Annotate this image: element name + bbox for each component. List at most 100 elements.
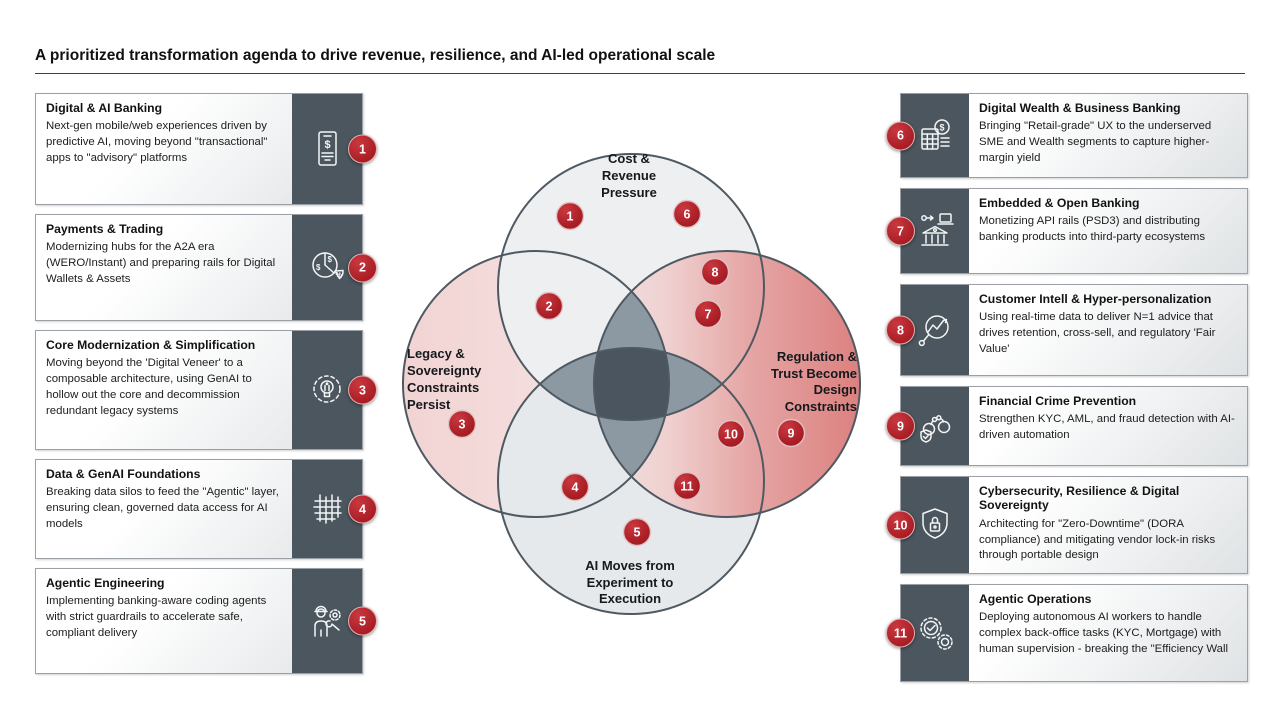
svg-text:Sovereignty: Sovereignty <box>407 363 482 378</box>
card-body: Next-gen mobile/web experiences driven b… <box>46 120 268 164</box>
svg-text:Trust Become: Trust Become <box>771 366 857 381</box>
svg-text:4: 4 <box>572 481 579 495</box>
venn-badges: 1 2 3 4 5 6 7 8 9 10 11 <box>447 199 806 547</box>
svg-text:$: $ <box>316 263 321 272</box>
venn-circle-regulation <box>594 251 860 517</box>
card-body: Bringing "Retail-grade" UX to the unders… <box>979 120 1212 164</box>
right-card-column: $ Digital Wealth & Business Banking Brin… <box>886 93 1248 682</box>
card-financial-crime: Financial Crime Prevention Strengthen KY… <box>886 386 1248 466</box>
card-title: Cybersecurity, Resilience & Digital Sove… <box>979 484 1180 513</box>
venn-label-cost: Cost & Revenue Pressure <box>601 151 657 200</box>
venn-badge-4: 4 <box>560 472 590 502</box>
svg-text:Revenue: Revenue <box>602 168 656 183</box>
svg-text:8: 8 <box>712 266 719 280</box>
card-title: Digital & AI Banking <box>46 101 163 115</box>
svg-text:%: % <box>336 272 343 279</box>
priority-badge: 1 <box>348 134 377 164</box>
card-core-modernization: Core Modernization & Simplification Movi… <box>35 330 377 450</box>
card-body: Architecting for "Zero-Downtime" (DORA c… <box>979 517 1216 562</box>
venn-badge-7: 7 <box>693 299 723 329</box>
card-cybersecurity: Cybersecurity, Resilience & Digital Sove… <box>886 476 1248 574</box>
card-title: Payments & Trading <box>46 222 164 236</box>
venn-label-ai: AI Moves from Experiment to Execution <box>585 558 675 606</box>
handcuffs-shield-icon <box>901 387 969 465</box>
venn-label-legacy: Legacy & Sovereignty Constraints Persist <box>407 346 482 412</box>
svg-text:7: 7 <box>705 308 712 322</box>
card-body: Strengthen KYC, AML, and fraud detection… <box>979 413 1235 442</box>
priority-badge: 2 <box>348 253 377 282</box>
priority-badge: 4 <box>348 494 377 524</box>
card-body: Deploying autonomous AI workers to handl… <box>979 611 1229 655</box>
priority-badge: 9 <box>886 411 915 441</box>
svg-text:9: 9 <box>788 427 795 441</box>
svg-text:Legacy &: Legacy & <box>407 346 465 361</box>
svg-text:Constraints: Constraints <box>407 380 479 395</box>
venn-badge-9: 9 <box>776 418 806 448</box>
data-grid-icon <box>292 460 362 558</box>
card-body: Using real-time data to deliver N=1 advi… <box>979 311 1216 355</box>
priority-badge: 10 <box>886 510 915 540</box>
venn-badge-5: 5 <box>622 517 652 547</box>
priority-badge: 11 <box>886 618 915 648</box>
venn-label-regulation: Regulation & Trust Become Design Constra… <box>771 349 857 414</box>
card-agentic-operations: Agentic Operations Deploying autonomous … <box>886 584 1248 682</box>
venn-badge-8: 8 <box>700 257 730 287</box>
svg-text:$: $ <box>328 255 333 264</box>
svg-text:Persist: Persist <box>407 397 451 412</box>
svg-text:AI Moves from: AI Moves from <box>585 558 675 573</box>
card-digital-ai-banking: Digital & AI Banking Next-gen mobile/web… <box>35 93 377 205</box>
card-title: Agentic Operations <box>979 592 1092 606</box>
card-title: Agentic Engineering <box>46 576 165 590</box>
svg-text:Cost &: Cost & <box>608 151 650 166</box>
left-card-column: Digital & AI Banking Next-gen mobile/web… <box>35 93 377 674</box>
venn-badge-10: 10 <box>716 419 746 449</box>
card-title: Embedded & Open Banking <box>979 196 1140 210</box>
card-title: Customer Intell & Hyper-personalization <box>979 292 1212 306</box>
card-payments-trading: Payments & Trading Modernizing hubs for … <box>35 214 377 321</box>
venn-badge-3: 3 <box>447 409 477 439</box>
venn-badge-1: 1 <box>555 201 585 231</box>
title-underline <box>35 73 1245 74</box>
svg-text:$: $ <box>325 139 331 151</box>
svg-text:5: 5 <box>634 526 641 540</box>
svg-text:Experiment to: Experiment to <box>587 575 674 590</box>
svg-text:11: 11 <box>680 480 693 494</box>
priority-badge: 8 <box>886 315 915 345</box>
priority-badge: 5 <box>348 606 377 636</box>
card-title: Data & GenAI Foundations <box>46 467 201 481</box>
card-body: Moving beyond the 'Digital Veneer' to a … <box>46 357 252 417</box>
card-digital-wealth: $ Digital Wealth & Business Banking Brin… <box>886 93 1248 178</box>
venn-badge-2: 2 <box>534 291 564 321</box>
venn-badge-11: 11 <box>672 471 702 501</box>
card-agentic-engineering: Agentic Engineering Implementing banking… <box>35 568 377 674</box>
priority-badge: 6 <box>886 121 915 150</box>
svg-text:Pressure: Pressure <box>601 185 657 200</box>
svg-text:Execution: Execution <box>599 591 661 606</box>
card-title: Core Modernization & Simplification <box>46 338 256 352</box>
venn-badge-6: 6 <box>672 199 702 229</box>
svg-text:10: 10 <box>724 428 738 442</box>
card-customer-intell: Customer Intell & Hyper-personalization … <box>886 284 1248 376</box>
overlap-core <box>594 347 669 421</box>
card-body: Modernizing hubs for the A2A era (WERO/I… <box>46 241 276 285</box>
svg-text:Regulation &: Regulation & <box>777 349 857 364</box>
card-body: Breaking data silos to feed the "Agentic… <box>46 486 279 530</box>
svg-text:3: 3 <box>459 418 466 432</box>
priority-badge: 3 <box>348 375 377 405</box>
page-title: A prioritized transformation agenda to d… <box>35 47 716 64</box>
svg-text:Design: Design <box>814 382 857 397</box>
card-title: Financial Crime Prevention <box>979 394 1137 408</box>
svg-text:6: 6 <box>684 208 691 222</box>
svg-text:2: 2 <box>546 300 553 314</box>
svg-text:$: $ <box>940 122 945 132</box>
card-title: Digital Wealth & Business Banking <box>979 101 1181 115</box>
card-data-genai: Data & GenAI Foundations Breaking data s… <box>35 459 377 559</box>
card-embedded-open-banking: Embedded & Open Banking Monetizing API r… <box>886 188 1248 274</box>
engineer-icon <box>292 569 362 673</box>
svg-text:Constraints: Constraints <box>785 399 857 414</box>
card-body: Implementing banking-aware coding agents… <box>46 595 267 639</box>
priority-badge: 7 <box>886 216 915 246</box>
svg-text:1: 1 <box>567 210 574 224</box>
